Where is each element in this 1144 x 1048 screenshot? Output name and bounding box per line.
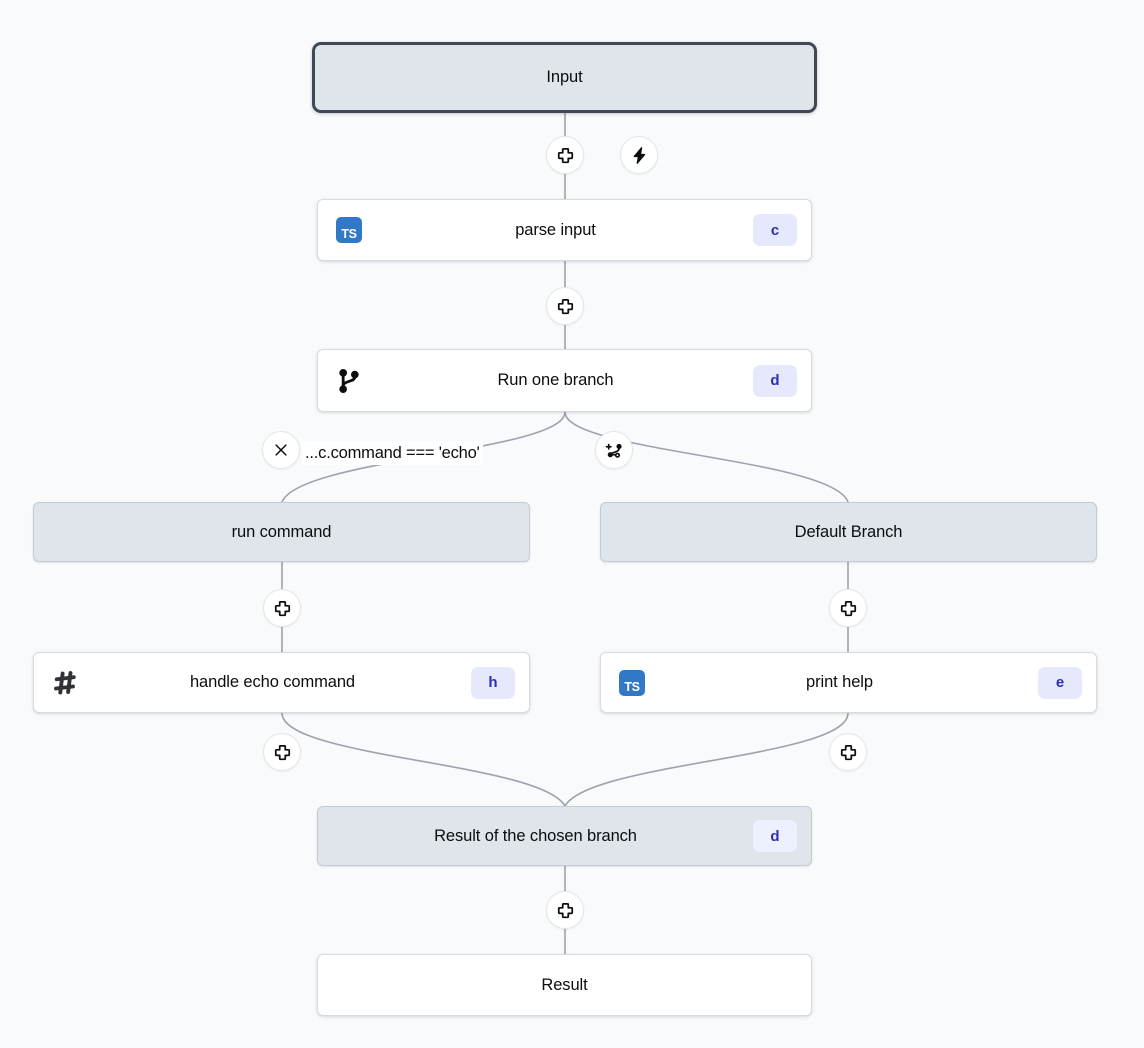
branch-condition-label[interactable]: ...c.command === 'echo' [302, 441, 483, 465]
plus-icon [840, 744, 856, 760]
insert-node-button-input-parse-input[interactable] [546, 136, 584, 174]
node-run-command[interactable]: run command [33, 502, 530, 562]
typescript-icon-text: TS [336, 217, 362, 243]
plus-icon [557, 147, 573, 163]
trigger-button[interactable] [620, 136, 658, 174]
close-icon [275, 444, 287, 456]
insert-node-button-run-command-handle-echo[interactable] [263, 589, 301, 627]
node-result-label: Result [541, 975, 588, 994]
node-default-branch[interactable]: Default Branch [600, 502, 1097, 562]
edge-handle-echo-to-branch-result [281, 712, 566, 807]
add-branch-button[interactable] [595, 431, 633, 469]
typescript-icon: TS [332, 213, 366, 247]
node-input-label: Input [546, 68, 583, 86]
node-default-branch-label: Default Branch [794, 522, 903, 541]
node-parse-input[interactable]: TS parse input c [317, 199, 812, 261]
node-branch-result[interactable]: Result of the chosen branch d [317, 806, 812, 866]
remove-branch-button[interactable] [262, 431, 300, 469]
typescript-icon: TS [615, 666, 649, 700]
node-run-one-branch[interactable]: Run one branch d [317, 349, 812, 412]
node-print-help-label: print help [806, 673, 873, 691]
node-result[interactable]: Result [317, 954, 812, 1016]
node-run-command-label: run command [231, 522, 332, 541]
add-branch-icon [605, 443, 622, 458]
node-handle-echo-command-badge[interactable]: h [471, 666, 515, 699]
insert-node-button-parse-input-run-one-branch[interactable] [546, 287, 584, 325]
insert-node-button-default-branch-print-help[interactable] [829, 589, 867, 627]
node-parse-input-badge[interactable]: c [753, 214, 797, 246]
insert-node-button-print-help-result[interactable] [829, 733, 867, 771]
plus-icon [557, 298, 573, 314]
node-branch-result-badge[interactable]: d [753, 820, 797, 852]
node-branch-result-label: Result of the chosen branch [434, 826, 637, 845]
plus-icon [274, 744, 290, 760]
node-handle-echo-command-label: handle echo command [189, 673, 356, 691]
plus-icon [274, 600, 290, 616]
edge-print-help-to-branch-result [564, 712, 849, 807]
node-parse-input-label: parse input [515, 220, 596, 239]
node-print-help[interactable]: TS print help e [600, 652, 1097, 713]
node-handle-echo-command[interactable]: handle echo command h [33, 652, 530, 713]
plus-icon [557, 902, 573, 918]
git-branch-icon [332, 364, 366, 398]
lightning-bolt-icon [633, 146, 645, 164]
plus-icon [840, 600, 856, 616]
node-input[interactable]: Input [312, 42, 817, 113]
node-run-one-branch-badge[interactable]: d [753, 364, 797, 397]
insert-node-button-handle-echo-result[interactable] [263, 733, 301, 771]
insert-node-button-branch-result-result[interactable] [546, 891, 584, 929]
node-run-one-branch-label: Run one branch [497, 371, 614, 389]
node-print-help-badge[interactable]: e [1038, 666, 1082, 699]
hash-icon [48, 666, 82, 700]
typescript-icon-text: TS [619, 669, 645, 696]
